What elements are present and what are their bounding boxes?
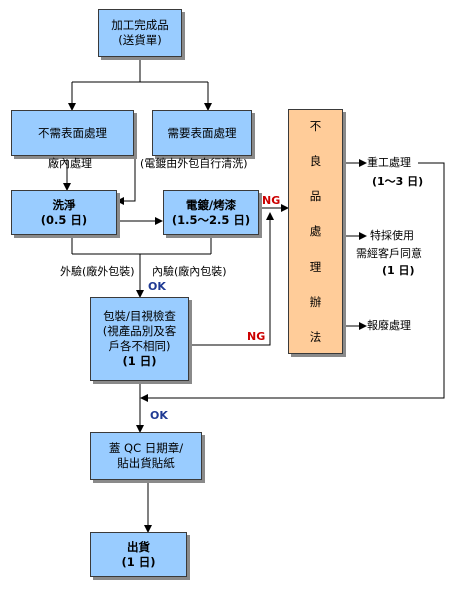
node-no-surface-treatment: 不需表面處理	[11, 110, 134, 156]
label-special-use: 特採使用	[370, 229, 414, 242]
label-customer-agree: 需經客戶同意	[356, 247, 422, 260]
wash-line2: (0.5 日)	[40, 212, 88, 227]
label-ng-packing: NG	[247, 330, 266, 343]
label-inside-inspection: 內驗(廠內包裝)	[152, 265, 227, 278]
label-ok-packing: OK	[148, 280, 166, 293]
node-defect-handling: 不 良 品 處 理 辦 法	[288, 109, 343, 354]
label-outside-inspection: 外驗(廠外包裝)	[60, 265, 135, 278]
node-plating-painting: 電鍍/烤漆 (1.5～2.5 日)	[163, 190, 259, 235]
packing-line4: (1 日)	[122, 354, 157, 368]
label-ng-plating: NG	[262, 194, 281, 207]
defect-char: 良	[309, 153, 322, 168]
defect-text: 不 良 品 處 理 辦 法	[310, 118, 322, 346]
label-rework: 重工處理	[367, 156, 411, 169]
packing-line3: 戶各不相同)	[108, 339, 171, 353]
node-packing-inspection: 包裝/目視檢查 (視產品別及客 戶各不相同) (1 日)	[90, 297, 189, 381]
label-special-days: (1 日)	[382, 264, 415, 277]
label-rework-days: (1～3 日)	[372, 175, 424, 188]
defect-char: 理	[309, 259, 322, 274]
need-surface-label: 需要表面處理	[167, 125, 237, 140]
no-surface-label: 不需表面處理	[38, 125, 107, 140]
node-wash: 洗淨 (0.5 日)	[11, 190, 117, 235]
defect-char: 法	[309, 330, 322, 345]
label-scrap: 報廢處理	[367, 319, 411, 332]
node-shipping: 出貨 (1 日)	[90, 532, 187, 577]
node-qc-stamp: 蓋 QC 日期章/ 貼出貨貼紙	[90, 432, 202, 480]
finished-line2: (送貨單)	[118, 33, 162, 47]
defect-char: 不	[309, 118, 322, 133]
qc-line2: 貼出貨貼紙	[117, 456, 175, 470]
label-outsourced-plating: (電鍍由外包自行清洗)	[140, 157, 248, 170]
defect-char: 品	[309, 189, 322, 204]
node-need-surface-treatment: 需要表面處理	[152, 110, 252, 156]
link-need-surface-wash	[116, 156, 136, 205]
defect-char: 辦	[309, 295, 322, 310]
packing-line1: 包裝/目視檢查	[103, 309, 176, 323]
plating-line1: 電鍍/烤漆	[185, 197, 237, 212]
node-finished-goods: 加工完成品 (送貨單)	[98, 9, 182, 57]
qc-line1: 蓋 QC 日期章/	[108, 441, 184, 455]
packing-line2: (視產品別及客	[102, 324, 177, 338]
finished-line1: 加工完成品	[111, 18, 169, 32]
link-rework-return	[140, 162, 445, 402]
ship-line2: (1 日)	[121, 554, 156, 569]
label-inhouse-treatment: 廠內處理	[48, 157, 92, 170]
wash-line1: 洗淨	[52, 197, 76, 212]
ship-line1: 出貨	[127, 539, 150, 554]
plating-line2: (1.5～2.5 日)	[171, 212, 251, 227]
defect-char: 處	[309, 224, 322, 239]
link-packing-defect	[189, 212, 274, 346]
label-ok-qc: OK	[150, 409, 168, 422]
link-finished-split	[72, 57, 208, 83]
